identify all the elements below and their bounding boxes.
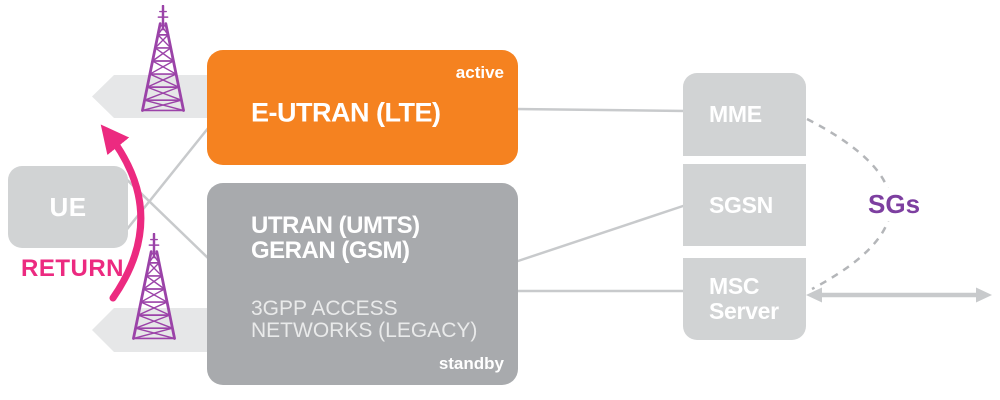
utran-title: UTRAN (UMTS) GERAN (GSM) bbox=[251, 213, 420, 263]
eutran-node: active E-UTRAN (LTE) bbox=[207, 50, 518, 165]
chevron-arrow-bottom-icon bbox=[92, 308, 210, 352]
sgs-label: SGs bbox=[864, 188, 925, 221]
link-utran-sgsn bbox=[514, 203, 687, 264]
return-arrow-icon bbox=[100, 124, 145, 302]
msc-external-double-arrow bbox=[806, 287, 992, 303]
utran-subtitle-line1: 3GPP ACCESS bbox=[251, 297, 398, 320]
chevron-arrow-top-icon bbox=[92, 75, 210, 118]
utran-title-line2: GERAN (GSM) bbox=[251, 237, 410, 264]
utran-subtitle: 3GPP ACCESS NETWORKS (LEGACY) bbox=[251, 298, 477, 342]
utran-title-line1: UTRAN (UMTS) bbox=[251, 212, 420, 239]
sgsn-label: SGSN bbox=[709, 191, 773, 218]
msc-server-node: MSC Server bbox=[683, 258, 806, 340]
eutran-label: E-UTRAN (LTE) bbox=[251, 97, 441, 127]
utran-node: UTRAN (UMTS) GERAN (GSM) 3GPP ACCESS NET… bbox=[207, 183, 518, 385]
link-ue-eutran bbox=[119, 126, 210, 239]
mme-node: MME bbox=[683, 73, 806, 156]
ue-label: UE bbox=[49, 191, 87, 222]
link-eutran-mme bbox=[514, 107, 687, 113]
ue-node: UE bbox=[8, 166, 128, 248]
msc-label-line2: Server bbox=[709, 298, 779, 324]
eutran-status-badge: active bbox=[455, 63, 504, 82]
mme-label: MME bbox=[709, 101, 762, 127]
msc-label-line1: MSC bbox=[709, 273, 760, 299]
return-label: RETURN bbox=[21, 255, 124, 282]
utran-status-badge: standby bbox=[438, 354, 504, 373]
utran-subtitle-line2: NETWORKS (LEGACY) bbox=[251, 319, 478, 342]
sgsn-node: SGSN bbox=[683, 164, 806, 246]
